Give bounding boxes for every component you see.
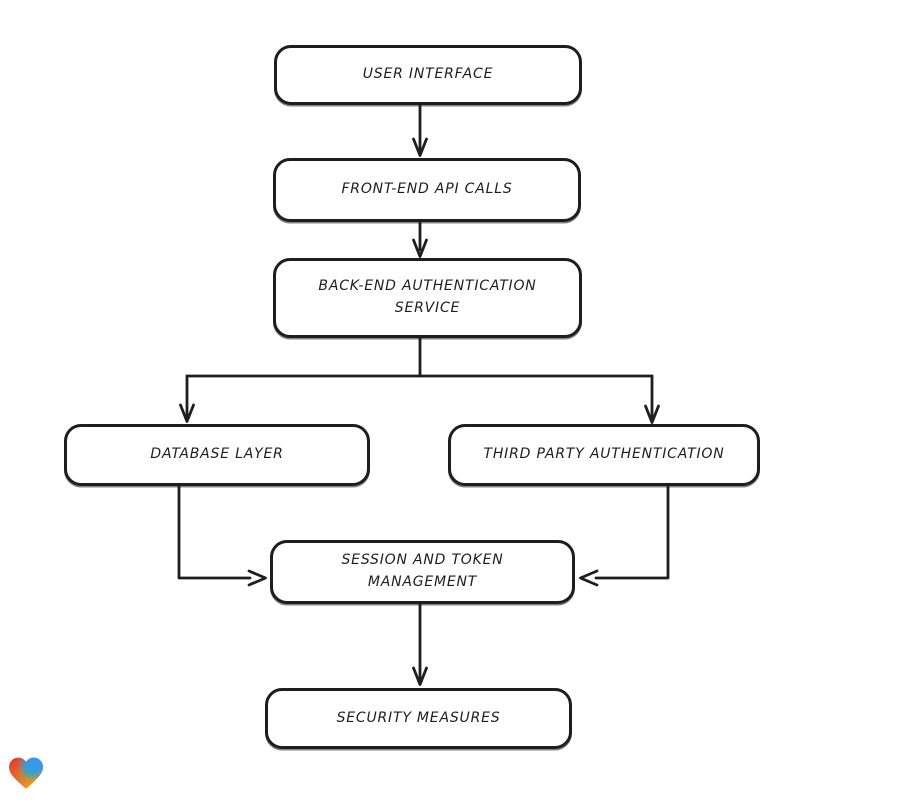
edge-back-end-auth-branch: [185, 335, 654, 378]
node-label: SECURITY MEASURES: [336, 709, 501, 726]
node-user-interface: USER INTERFACE: [274, 45, 582, 105]
edge-front-end-api-calls-to-back-end-auth: [412, 219, 428, 258]
edge-back-end-auth-to-database-layer: [179, 374, 195, 423]
node-label: DATABASE LAYER: [150, 446, 284, 463]
node-third-party-authentication: THIRD PARTY AUTHENTICATION: [448, 424, 760, 486]
heart-logo: [9, 757, 43, 789]
edge-user-interface-to-front-end-api-calls: [412, 102, 428, 157]
node-label: SESSION AND TOKEN MANAGEMENT: [341, 552, 504, 590]
node-database-layer: DATABASE LAYER: [64, 424, 370, 486]
edge-session-token-to-security-measures: [412, 601, 428, 686]
node-label: THIRD PARTY AUTHENTICATION: [483, 446, 725, 463]
node-label: FRONT-END API CALLS: [341, 181, 513, 198]
node-label: USER INTERFACE: [362, 66, 494, 83]
edge-third-party-auth-to-session-token: [579, 483, 670, 587]
edge-database-layer-to-session-token: [177, 483, 267, 587]
node-front-end-api-calls: FRONT-END API CALLS: [273, 158, 581, 222]
node-security-measures: SECURITY MEASURES: [265, 688, 572, 749]
edge-back-end-auth-to-third-party-auth: [644, 374, 660, 424]
node-back-end-authentication-service: BACK-END AUTHENTICATION SERVICE: [273, 258, 582, 338]
node-session-and-token-management: SESSION AND TOKEN MANAGEMENT: [270, 540, 575, 604]
node-label: BACK-END AUTHENTICATION SERVICE: [318, 278, 537, 316]
